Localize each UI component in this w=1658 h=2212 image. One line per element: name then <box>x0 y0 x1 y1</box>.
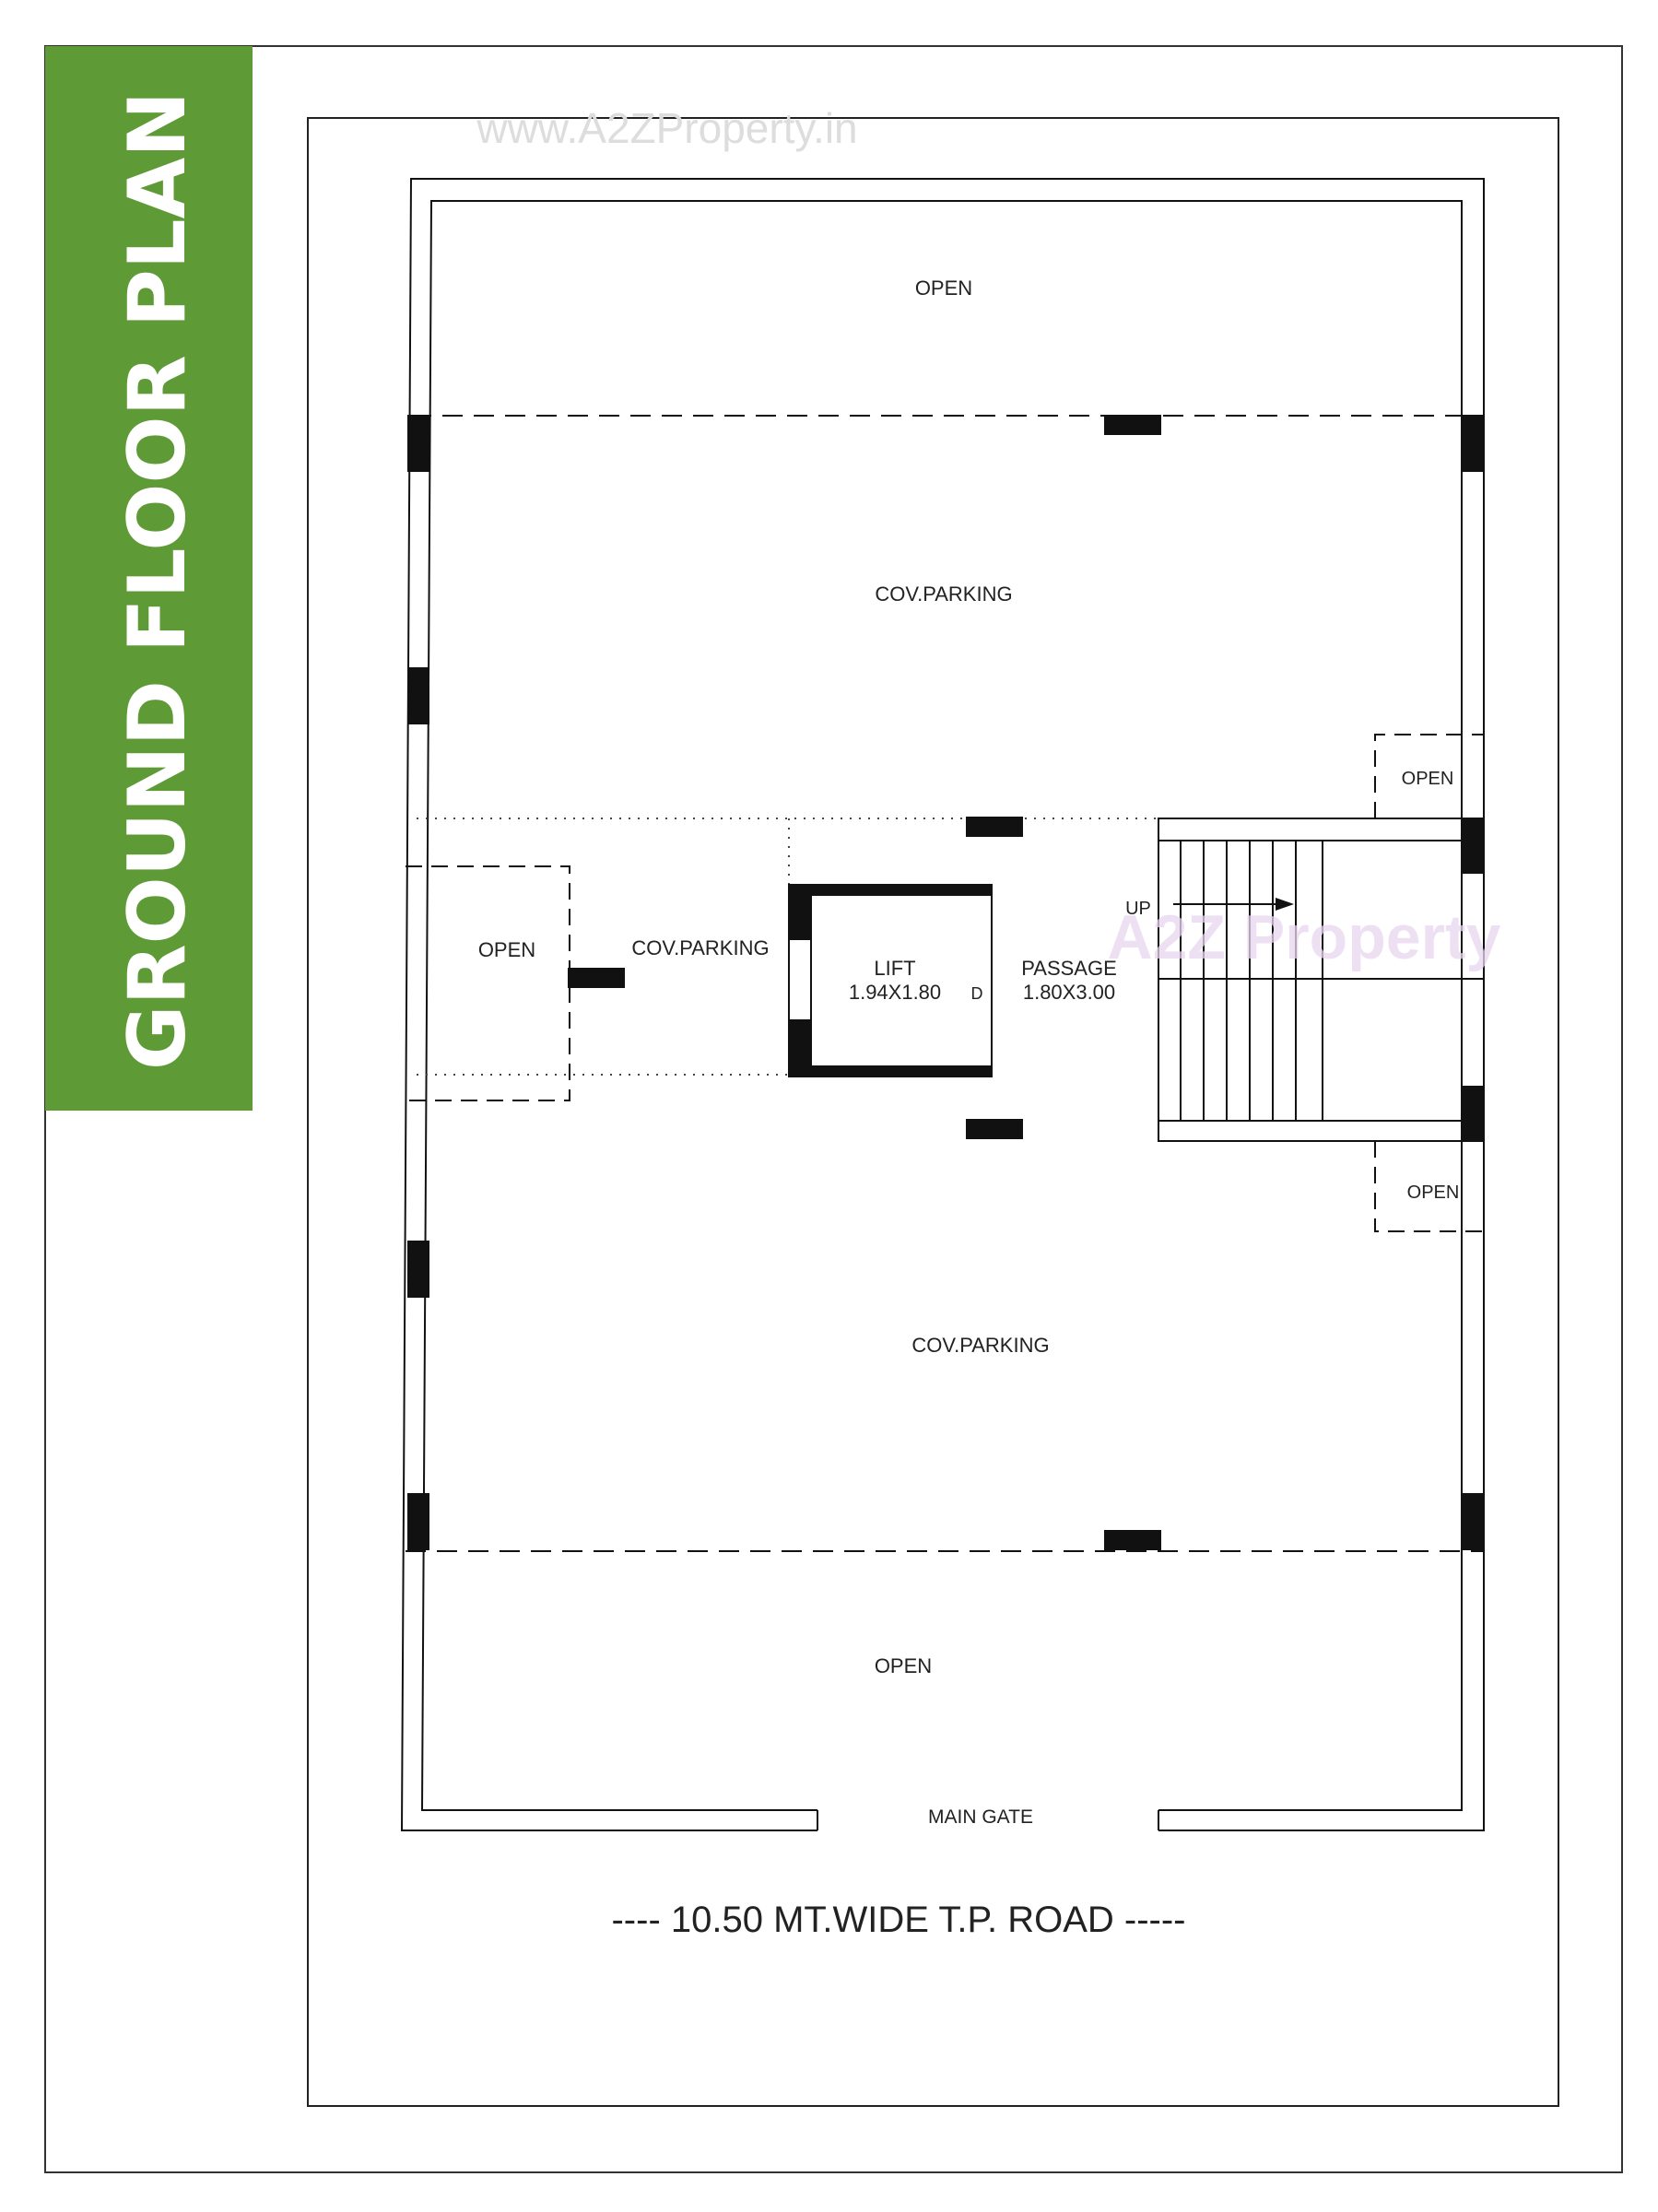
label-lift-size: 1.94X1.80 <box>849 981 941 1004</box>
staircase <box>1158 818 1485 1142</box>
label-cov-parking-mid: COV.PARKING <box>631 936 769 959</box>
label-main-gate: MAIN GATE <box>928 1806 1033 1828</box>
plot-boundary <box>307 117 1559 2107</box>
stair-arrow-icon <box>1276 898 1294 911</box>
label-open-top: OPEN <box>915 276 972 300</box>
label-open-bottom: OPEN <box>875 1654 932 1677</box>
label-passage-size: 1.80X3.00 <box>1023 981 1115 1004</box>
road-label: ---- 10.50 MT.WIDE T.P. ROAD ----- <box>611 1900 1185 1940</box>
label-door-mark: D <box>971 984 983 1003</box>
open-duct-lower <box>1374 1141 1484 1232</box>
label-open-right-upper: OPEN <box>1402 769 1454 789</box>
lift-shaft <box>788 884 993 1077</box>
label-cov-parking-bottom: COV.PARKING <box>911 1334 1049 1357</box>
label-lift: LIFT <box>874 957 915 980</box>
label-open-right-lower: OPEN <box>1407 1182 1460 1203</box>
title-banner <box>45 46 253 1111</box>
open-duct-upper <box>1374 734 1484 818</box>
label-stair-up: UP <box>1125 899 1151 919</box>
label-cov-parking-top: COV.PARKING <box>875 582 1012 606</box>
open-court-left <box>406 865 570 1101</box>
passage-band <box>417 818 1158 1076</box>
sheet-border <box>44 45 1623 2173</box>
columns <box>407 415 1484 1550</box>
building-walls <box>400 178 1485 1831</box>
label-passage: PASSAGE <box>1021 957 1117 980</box>
label-open-left: OPEN <box>478 938 535 961</box>
plan-title: GROUND FLOOR PLAN <box>112 91 204 1070</box>
watermark-url: www.A2ZProperty.in <box>476 104 857 152</box>
watermark-logo: A2Z Property <box>1108 902 1501 972</box>
